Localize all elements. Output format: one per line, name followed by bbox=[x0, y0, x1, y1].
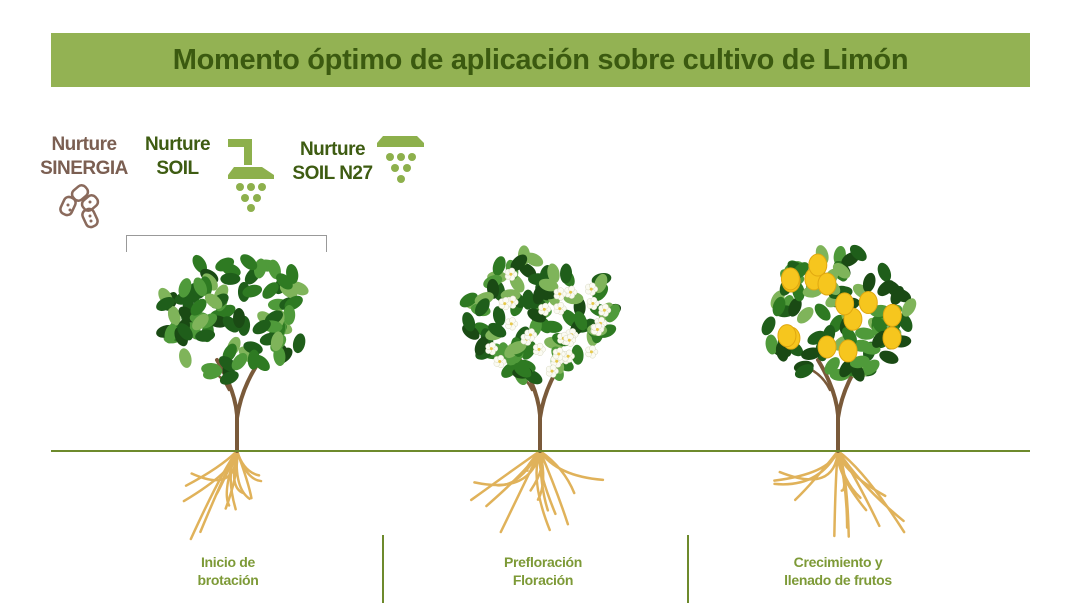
stage-line1: Crecimiento y bbox=[793, 554, 883, 570]
product-name-line1: Nurture bbox=[144, 134, 211, 155]
page-title: Momento óptimo de aplicación sobre culti… bbox=[172, 43, 909, 76]
canopy-leaves bbox=[459, 245, 622, 386]
lemons bbox=[777, 253, 902, 363]
pipe-sprinkler-icon bbox=[228, 139, 274, 212]
product-name-line1: Nurture bbox=[299, 139, 366, 160]
roots bbox=[773, 449, 906, 538]
product-nurture-soil-n27: Nurture SOIL N27 bbox=[285, 138, 380, 186]
canopy-leaves bbox=[156, 254, 309, 385]
product-name-line1: Nurture bbox=[51, 134, 117, 155]
product-name-line2: SINERGIA bbox=[40, 158, 128, 179]
stage-label-floracion: Prefloración Floración bbox=[443, 553, 643, 589]
stage-label-brotacion: Inicio de brotación bbox=[128, 553, 328, 589]
flowers bbox=[485, 267, 612, 378]
application-range-bracket bbox=[126, 235, 327, 252]
title-bar: Momento óptimo de aplicación sobre culti… bbox=[51, 33, 1030, 87]
stage-line1: Prefloración bbox=[503, 554, 583, 570]
stage-line2: brotación bbox=[197, 572, 259, 588]
fruiting-tree bbox=[761, 244, 917, 538]
capsules-icon bbox=[59, 184, 100, 229]
roots bbox=[469, 449, 605, 534]
roots bbox=[182, 449, 263, 541]
sprinkler-icon bbox=[377, 136, 424, 183]
product-name-line2: SOIL bbox=[156, 158, 199, 179]
product-nurture-sinergia: Nurture SINERGIA bbox=[34, 133, 134, 181]
flowering-tree bbox=[459, 245, 622, 534]
stage-line1: Inicio de bbox=[200, 554, 256, 570]
stage-label-frutos: Crecimiento y llenado de frutos bbox=[738, 553, 938, 589]
stage-line2: Floración bbox=[512, 572, 574, 588]
product-name-line2: SOIL N27 bbox=[292, 163, 373, 184]
product-nurture-soil: Nurture SOIL bbox=[130, 133, 225, 181]
stage-divider bbox=[687, 535, 689, 603]
leafy-tree bbox=[156, 254, 309, 541]
stage-divider bbox=[382, 535, 384, 603]
ground-line bbox=[51, 450, 1030, 452]
stage-line2: llenado de frutos bbox=[784, 572, 892, 588]
